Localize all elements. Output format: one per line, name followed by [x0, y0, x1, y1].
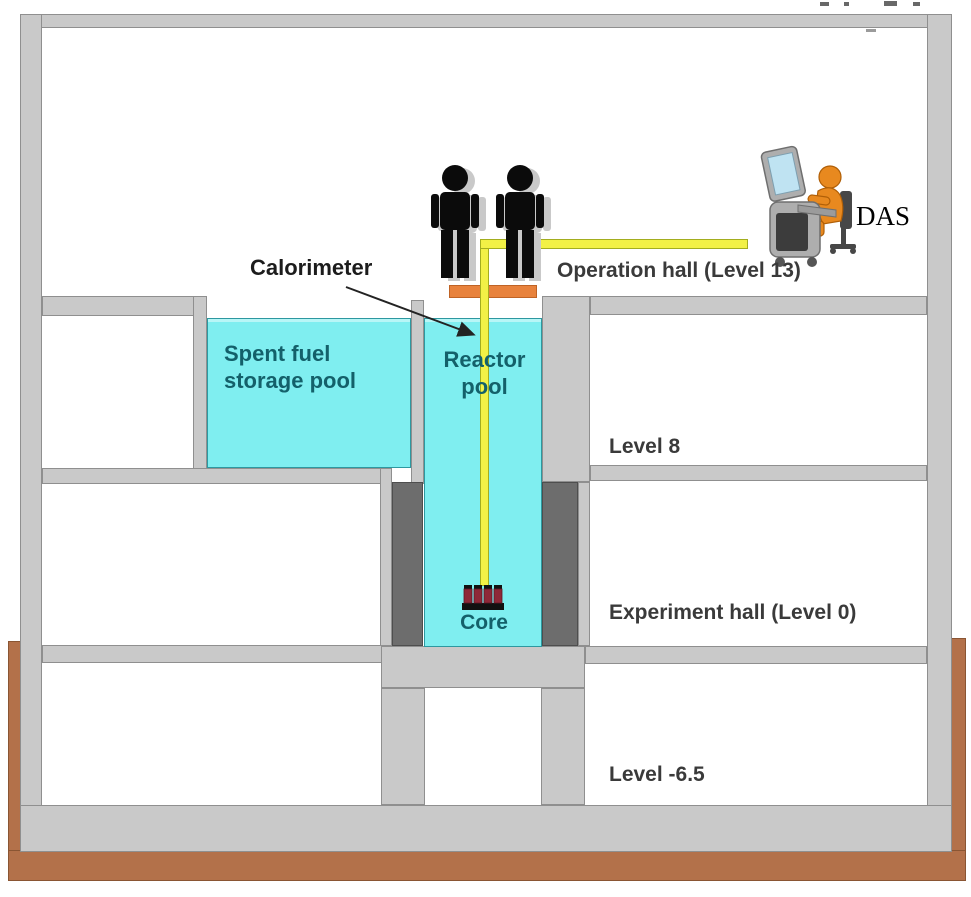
- reactor-pool-label: Reactor pool: [443, 347, 526, 399]
- top-edge-artifact: [820, 2, 829, 6]
- top-edge-artifact: [884, 1, 897, 6]
- outer-wall-right: [927, 14, 952, 852]
- das-workstation-icon: [760, 145, 856, 267]
- core-label: Core: [460, 611, 508, 634]
- reactor-pool-column-left: [380, 468, 392, 646]
- top-edge-artifact: [844, 2, 849, 6]
- pool-bridge-platform: [449, 285, 537, 298]
- reactor-pool-shield-left: [392, 482, 423, 646]
- support-column-right: [541, 688, 585, 805]
- pool-support-block: [381, 646, 585, 688]
- outer-wall-left: [20, 14, 42, 852]
- spent-fuel-pool: [207, 318, 411, 468]
- support-column-left: [381, 688, 425, 805]
- reactor-pool-shield-right: [542, 482, 578, 646]
- operation-floor-slab-right: [590, 296, 927, 315]
- das-label: DAS: [856, 201, 911, 231]
- top-edge-artifact: [913, 2, 920, 6]
- core-icon: [462, 585, 504, 610]
- operation-floor-slab-left: [42, 296, 207, 316]
- person-icon: [496, 165, 551, 281]
- spent-fuel-pool-bottom-slab: [42, 468, 381, 484]
- experiment-hall-label: Experiment hall (Level 0): [609, 601, 857, 624]
- reactor-pool-wall-right-upper: [542, 296, 590, 482]
- calorimeter-label: Calorimeter: [250, 255, 373, 280]
- foundation-slab: [20, 805, 952, 852]
- calorimeter-arrow: [345, 286, 476, 337]
- calorimeter-cable-horizontal: [480, 239, 748, 249]
- level-8-label: Level 8: [609, 435, 681, 458]
- person-icon: [431, 165, 486, 281]
- operation-hall-label: Operation hall (Level 13): [557, 259, 801, 282]
- top-edge-artifact: [866, 29, 876, 32]
- experiment-floor-slab-right: [585, 646, 927, 664]
- ground-bottom: [8, 850, 966, 881]
- outer-wall-top: [20, 14, 952, 28]
- spent-fuel-pool-label: Spent fuel storage pool: [224, 341, 357, 393]
- level8-floor-slab: [590, 465, 927, 481]
- reactor-pool-column-right: [578, 482, 590, 646]
- level-minus-6-5-label: Level -6.5: [609, 763, 705, 786]
- wall-left-room-divider: [193, 296, 207, 470]
- left-mid-floor-slab: [42, 645, 382, 663]
